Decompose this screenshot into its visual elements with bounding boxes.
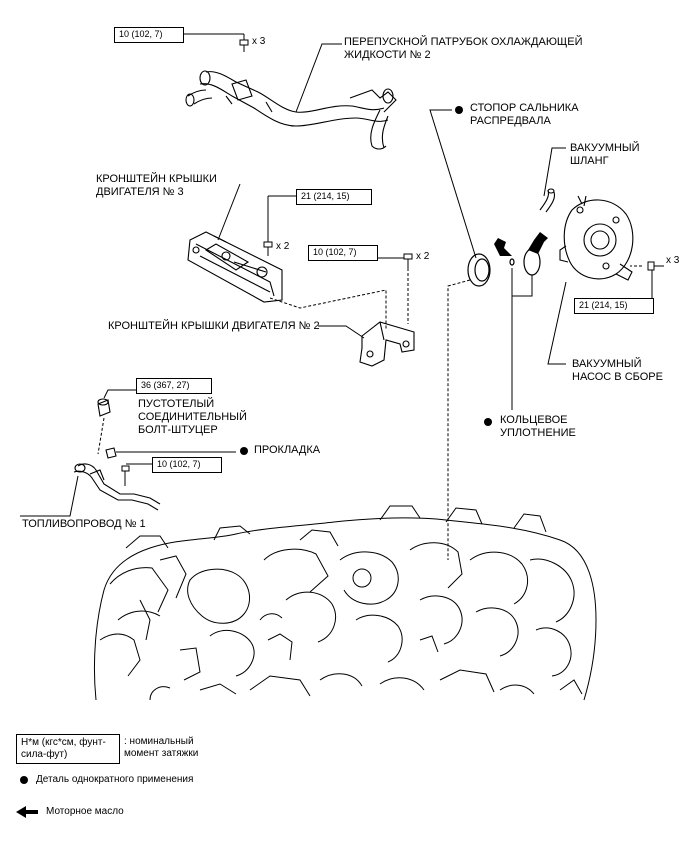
label-vacuum-hose: ВАКУУМНЫЙ ШЛАНГ: [570, 142, 640, 167]
label-engine-cover-bracket-3: КРОНШТЕЙН КРЫШКИ ДВИГАТЕЛЯ № 3: [96, 173, 217, 198]
union-bolt-leader: [103, 389, 136, 399]
coolant-bypass-pipe-drawing: [185, 70, 397, 150]
engine-cover-bracket-3-drawing: [187, 231, 283, 303]
non-reusable-dot-gasket: [240, 447, 248, 455]
non-reusable-dot-cam-seal: [455, 106, 463, 114]
cam-seal-leader: [429, 109, 477, 259]
label-gasket: ПРОКЛАДКА: [254, 444, 321, 456]
quantity-label-2: x 2: [276, 241, 290, 252]
label-o-ring: КОЛЬЦЕВОЕ УПЛОТНЕНИЕ: [500, 414, 576, 439]
torque-box-1: 10 (102, 7): [114, 27, 184, 43]
legend-engine-oil-text: Моторное масло: [46, 806, 124, 817]
gasket-drawing: [105, 447, 117, 459]
bolt-10nm-group-3: [378, 253, 413, 324]
bolt-10nm-group-6: [121, 463, 152, 486]
bolt-21nm-group-4: [630, 261, 664, 301]
bolt-21nm-group-2: [263, 195, 296, 256]
union-bolt-dashed: [97, 417, 105, 455]
fuel-pipe-leader: [20, 475, 79, 517]
cam-seal-dashed: [447, 279, 471, 560]
fuel-pipe-drawing: [73, 463, 161, 511]
bracket2-leader: [318, 325, 365, 339]
label-vacuum-pump: ВАКУУМНЫЙ НАСОС В СБОРЕ: [572, 358, 663, 383]
legend-non-reusable-text: Деталь однократного применения: [36, 774, 194, 785]
legend-non-reusable-dot: [20, 776, 28, 784]
camshaft-oil-seal-drawing: [467, 253, 491, 287]
label-engine-cover-bracket-2: КРОНШТЕЙН КРЫШКИ ДВИГАТЕЛЯ № 2: [108, 320, 320, 332]
legend-oil-arrow: [16, 806, 38, 818]
o-ring-leader: [511, 268, 533, 297]
bolt-10nm-group-1: [184, 33, 249, 52]
legend-torque-desc: : номинальный момент затяжки: [124, 736, 199, 759]
non-reusable-dot-o-ring: [484, 418, 492, 426]
bracket2-dashed: [269, 289, 387, 330]
union-bolt-drawing: [97, 398, 111, 417]
torque-box-5: 36 (367, 27): [136, 378, 212, 394]
vacuum-hose-drawing: [539, 188, 556, 213]
torque-box-3: 10 (102, 7): [308, 245, 378, 261]
quantity-label-3: x 2: [416, 251, 430, 262]
label-coolant-bypass-pipe: ПЕРЕПУСКНОЙ ПАТРУБОК ОХЛАЖДАЮЩЕЙ ЖИДКОСТ…: [344, 36, 583, 61]
bracket3-leader: [217, 183, 241, 241]
quantity-label-4: x 3: [666, 255, 680, 266]
label-union-bolt: ПУСТОТЕЛЫЙ СОЕДИНИТЕЛЬНЫЙ БОЛТ-ШТУЦЕР: [138, 398, 247, 436]
engine-oil-arrows: [494, 232, 548, 256]
label-camshaft-oil-seal: СТОПОР САЛЬНИКА РАСПРЕДВАЛА: [470, 102, 579, 127]
vacuum-hose-leader: [543, 147, 566, 197]
engine-block-drawing: [93, 505, 597, 701]
torque-box-4: 21 (214, 15): [574, 298, 654, 314]
torque-box-2: 21 (214, 15): [296, 189, 372, 205]
quantity-label-1: x 3: [252, 36, 266, 47]
engine-cover-bracket-2-drawing: [359, 321, 415, 367]
bypass-pipe-leader: [295, 43, 342, 113]
label-fuel-pipe: ТОПЛИВОПРОВОД № 1: [22, 518, 146, 530]
vacuum-pump-drawing: [559, 195, 634, 281]
torque-box-6: 10 (102, 7): [152, 457, 222, 473]
legend-torque-unit-box: Н*м (кгс*см, фунт- сила-фут): [16, 734, 120, 764]
vacuum-pump-leader: [547, 281, 567, 365]
